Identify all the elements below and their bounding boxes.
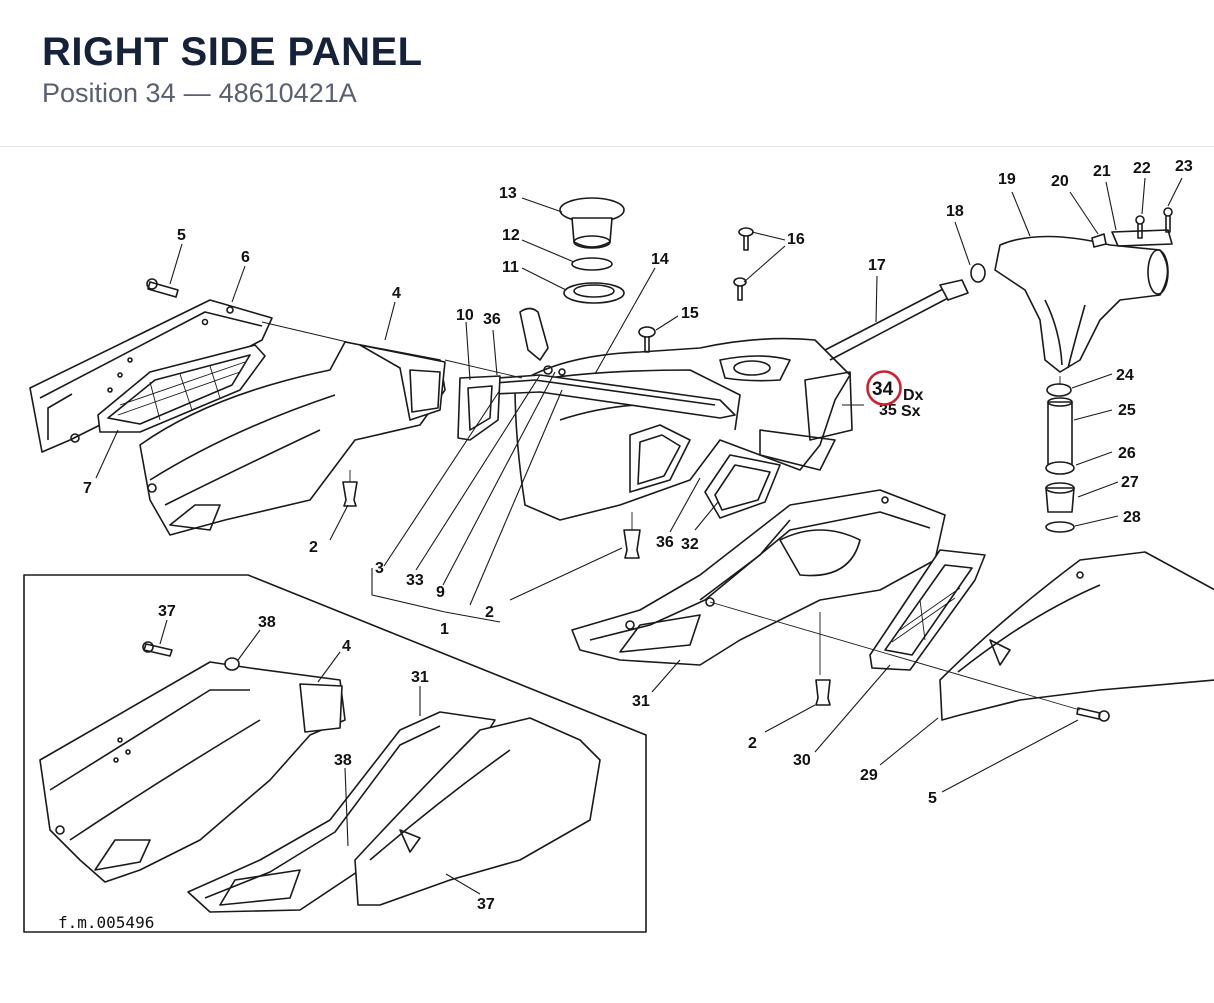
callout-14: 14 xyxy=(651,251,669,268)
callout-28: 28 xyxy=(1123,509,1141,526)
part-fuel-cap-13 xyxy=(559,197,625,249)
part-ring-11 xyxy=(563,282,625,304)
callout-13: 13 xyxy=(499,185,517,202)
callout-4: 4 xyxy=(392,285,401,302)
part-clamp-18 xyxy=(970,263,986,283)
callout-36-upper: 36 xyxy=(483,311,501,328)
callout-10: 10 xyxy=(456,307,474,324)
inset-callout-38-top: 38 xyxy=(258,614,276,631)
callout-5-left: 5 xyxy=(177,227,186,244)
part-grille xyxy=(97,344,266,433)
page-title: RIGHT SIDE PANEL xyxy=(42,30,423,74)
part-screw-5-left xyxy=(146,278,179,298)
callout-32: 32 xyxy=(681,536,699,553)
position-label: Position 34 xyxy=(42,78,176,108)
inset-callout-31: 31 xyxy=(411,669,429,686)
callout-16: 16 xyxy=(787,231,805,248)
callout-12: 12 xyxy=(502,227,520,244)
callout-15: 15 xyxy=(681,305,699,322)
part-o-ring-12 xyxy=(571,257,613,271)
callout-19: 19 xyxy=(998,171,1016,188)
part-panel-29 xyxy=(939,551,1214,721)
drawing-reference: f.m.005496 xyxy=(58,913,154,932)
callout-17: 17 xyxy=(868,257,886,274)
highlight-position-34: 34 xyxy=(866,370,902,406)
callout-21: 21 xyxy=(1093,163,1111,180)
leader-lines xyxy=(95,177,1183,793)
callout-36-lower: 36 xyxy=(656,534,674,551)
part-screws-16 xyxy=(733,227,754,301)
page-subtitle: Position 34—48610421A xyxy=(42,78,357,109)
part-screw-15 xyxy=(638,326,656,353)
callout-26: 26 xyxy=(1118,445,1136,462)
part-screw-5-right xyxy=(1076,707,1110,722)
part-airbox-19 xyxy=(994,235,1169,373)
callout-31: 31 xyxy=(632,693,650,710)
inset-callout-4: 4 xyxy=(342,638,351,655)
part-number: 48610421A xyxy=(218,78,357,108)
part-frame-31 xyxy=(571,489,946,666)
part-side-panel-4 xyxy=(139,341,446,536)
callout-7: 7 xyxy=(83,480,92,497)
callout-2-left: 2 xyxy=(309,539,318,556)
part-grommet-2-left xyxy=(342,481,358,507)
part-grille-30 xyxy=(869,549,986,671)
callout-11: 11 xyxy=(502,259,519,276)
callout-6: 6 xyxy=(241,249,250,266)
callout-5-right: 5 xyxy=(928,790,937,807)
part-bracket-10 xyxy=(519,307,566,376)
part-central-shell xyxy=(514,337,853,521)
callout-29: 29 xyxy=(860,767,878,784)
part-stack-24-28 xyxy=(1045,383,1075,533)
callout-25: 25 xyxy=(1118,402,1136,419)
part-grommet-2-center xyxy=(623,529,641,559)
callout-dx: Dx xyxy=(903,387,924,404)
inset-callout-38-bottom: 38 xyxy=(334,752,352,769)
part-grommet-2-right xyxy=(815,679,831,706)
subtitle-separator: — xyxy=(183,78,211,108)
callout-18: 18 xyxy=(946,203,964,220)
callout-2-right: 2 xyxy=(748,735,757,752)
callout-22: 22 xyxy=(1133,160,1151,177)
inset-callout-37-bottom: 37 xyxy=(477,896,495,913)
callout-24: 24 xyxy=(1116,367,1134,384)
inset-detail xyxy=(23,574,647,933)
callout-9: 9 xyxy=(436,584,445,601)
callout-1: 1 xyxy=(440,621,449,638)
header: RIGHT SIDE PANEL Position 34—48610421A xyxy=(0,0,1214,147)
part-side-rail xyxy=(457,374,736,441)
inset-callout-37-top: 37 xyxy=(158,603,176,620)
callout-33: 33 xyxy=(406,572,424,589)
callout-20: 20 xyxy=(1051,173,1069,190)
callout-3: 3 xyxy=(375,560,384,577)
callout-30: 30 xyxy=(793,752,811,769)
part-vent-32 xyxy=(704,454,781,519)
callout-34-highlight: 34 xyxy=(872,379,894,400)
callout-labels: 5 6 4 7 2 13 12 11 14 15 16 17 18 19 20 … xyxy=(58,158,1193,932)
callout-2-center: 2 xyxy=(485,604,494,621)
callout-sx: Sx xyxy=(901,403,921,420)
callout-27: 27 xyxy=(1121,474,1139,491)
callout-35: 35 xyxy=(879,402,897,419)
part-fittings-20-23 xyxy=(1091,207,1173,248)
part-hose-17 xyxy=(824,279,969,361)
callout-23: 23 xyxy=(1175,158,1193,175)
